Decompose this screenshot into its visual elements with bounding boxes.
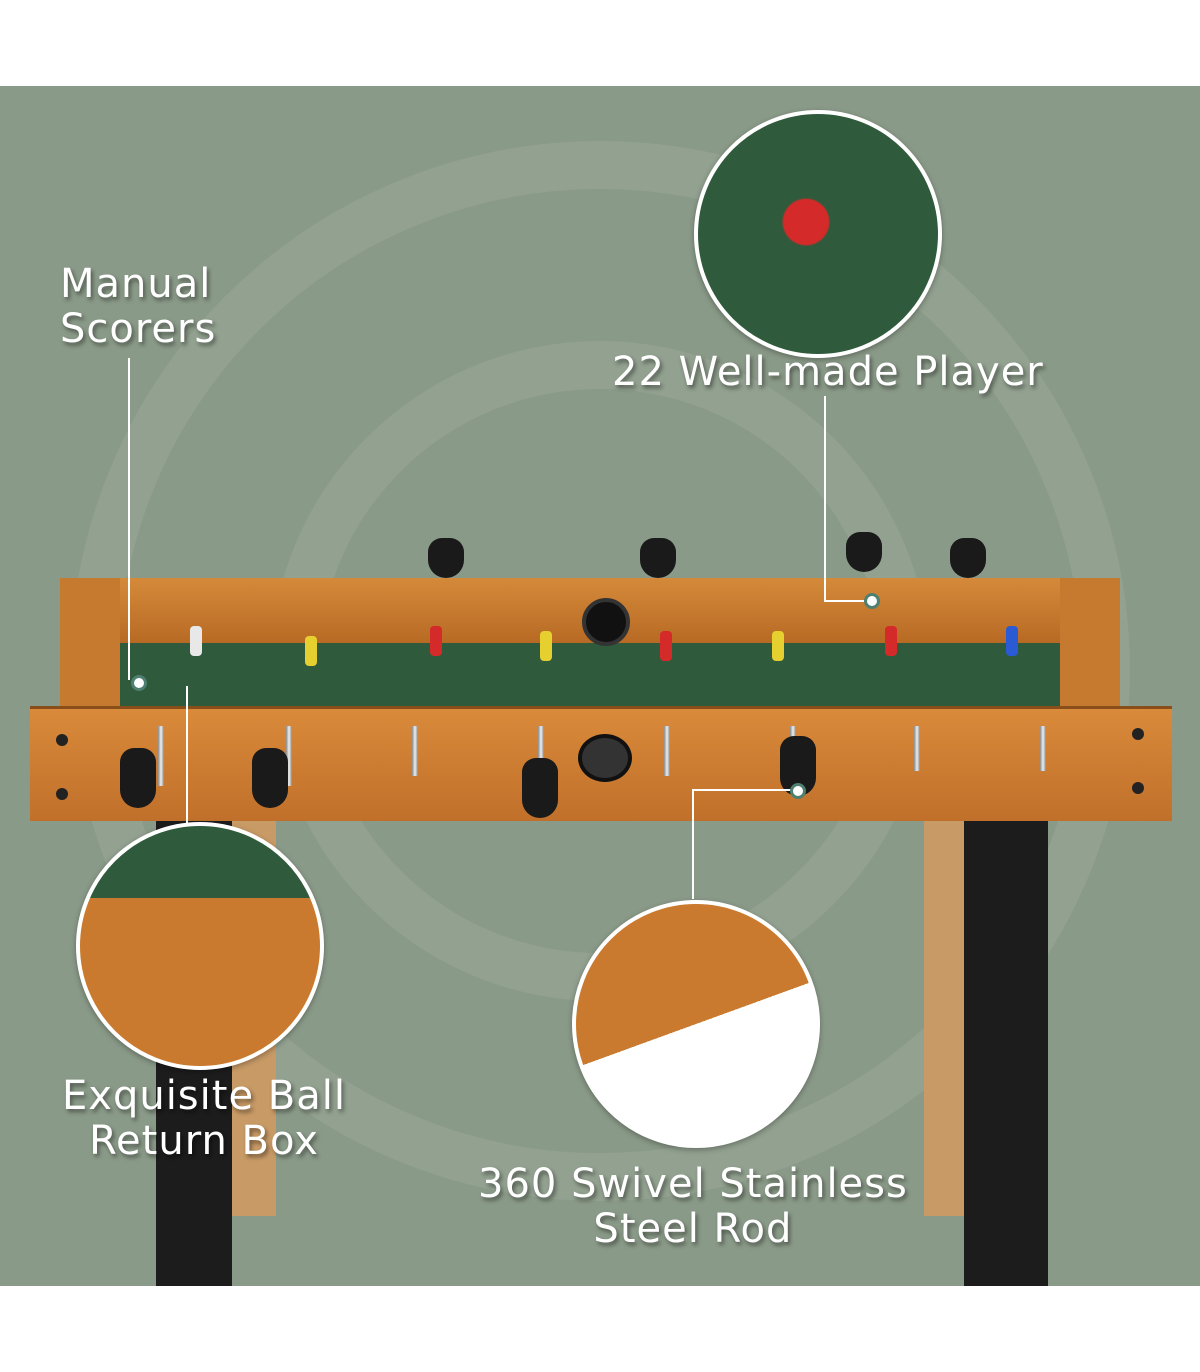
rod[interactable]	[914, 726, 920, 771]
bolt	[56, 788, 68, 800]
leader-line	[128, 358, 130, 680]
callout-dot	[864, 593, 880, 609]
bolt	[56, 734, 68, 746]
callout-dot	[131, 675, 147, 691]
label-players: 22 Well-made Player	[612, 349, 1044, 395]
rod[interactable]	[412, 726, 418, 776]
ball-return-hole	[578, 734, 632, 782]
leader-line	[824, 396, 826, 602]
player-figure	[190, 626, 202, 656]
rod-handle[interactable]	[428, 538, 464, 578]
label-line: Manual	[60, 261, 212, 307]
rod-handle[interactable]	[640, 538, 676, 578]
leader-line	[186, 686, 188, 826]
label-manual-scorers: Manual Scorers	[60, 262, 216, 352]
player-figure	[430, 626, 442, 656]
table-leg-side	[924, 816, 968, 1216]
product-background: Manual Scorers 22 Well-made Player Exqui…	[0, 86, 1200, 1286]
rod-handle[interactable]	[846, 532, 882, 572]
label-line: Return Box	[89, 1118, 319, 1164]
rod[interactable]	[538, 726, 544, 786]
rod-handle[interactable]	[252, 748, 288, 808]
rod[interactable]	[158, 726, 164, 786]
label-line: Exquisite Ball	[62, 1073, 346, 1119]
player-figure	[660, 631, 672, 661]
rod[interactable]	[664, 726, 670, 776]
rod-handle[interactable]	[950, 538, 986, 578]
swivel-rod-closeup	[572, 900, 820, 1148]
rod[interactable]	[286, 726, 292, 786]
leader-line	[692, 789, 694, 899]
label-line: Scorers	[60, 306, 217, 352]
player-figure	[885, 626, 897, 656]
leader-line	[824, 600, 868, 602]
left-rail	[60, 578, 120, 708]
label-swivel-rod: 360 Swivel Stainless Steel Rod	[478, 1162, 908, 1252]
bolt	[1132, 728, 1144, 740]
leader-line	[692, 789, 792, 791]
rod[interactable]	[1040, 726, 1046, 771]
rod-handle[interactable]	[120, 748, 156, 808]
player-figure	[1006, 626, 1018, 656]
player-figure	[772, 631, 784, 661]
goal-hole	[582, 598, 630, 646]
player-closeup	[694, 110, 942, 358]
table-leg	[964, 816, 1048, 1286]
bolt	[1132, 782, 1144, 794]
callout-dot	[790, 783, 806, 799]
label-ball-return: Exquisite Ball Return Box	[62, 1074, 346, 1164]
ball-return-closeup	[76, 822, 324, 1070]
label-line: Steel Rod	[593, 1206, 793, 1252]
label-line: 360 Swivel Stainless	[478, 1161, 908, 1207]
rod-handle[interactable]	[522, 758, 558, 818]
right-rail	[1060, 578, 1120, 708]
player-figure	[540, 631, 552, 661]
player-figure	[305, 636, 317, 666]
